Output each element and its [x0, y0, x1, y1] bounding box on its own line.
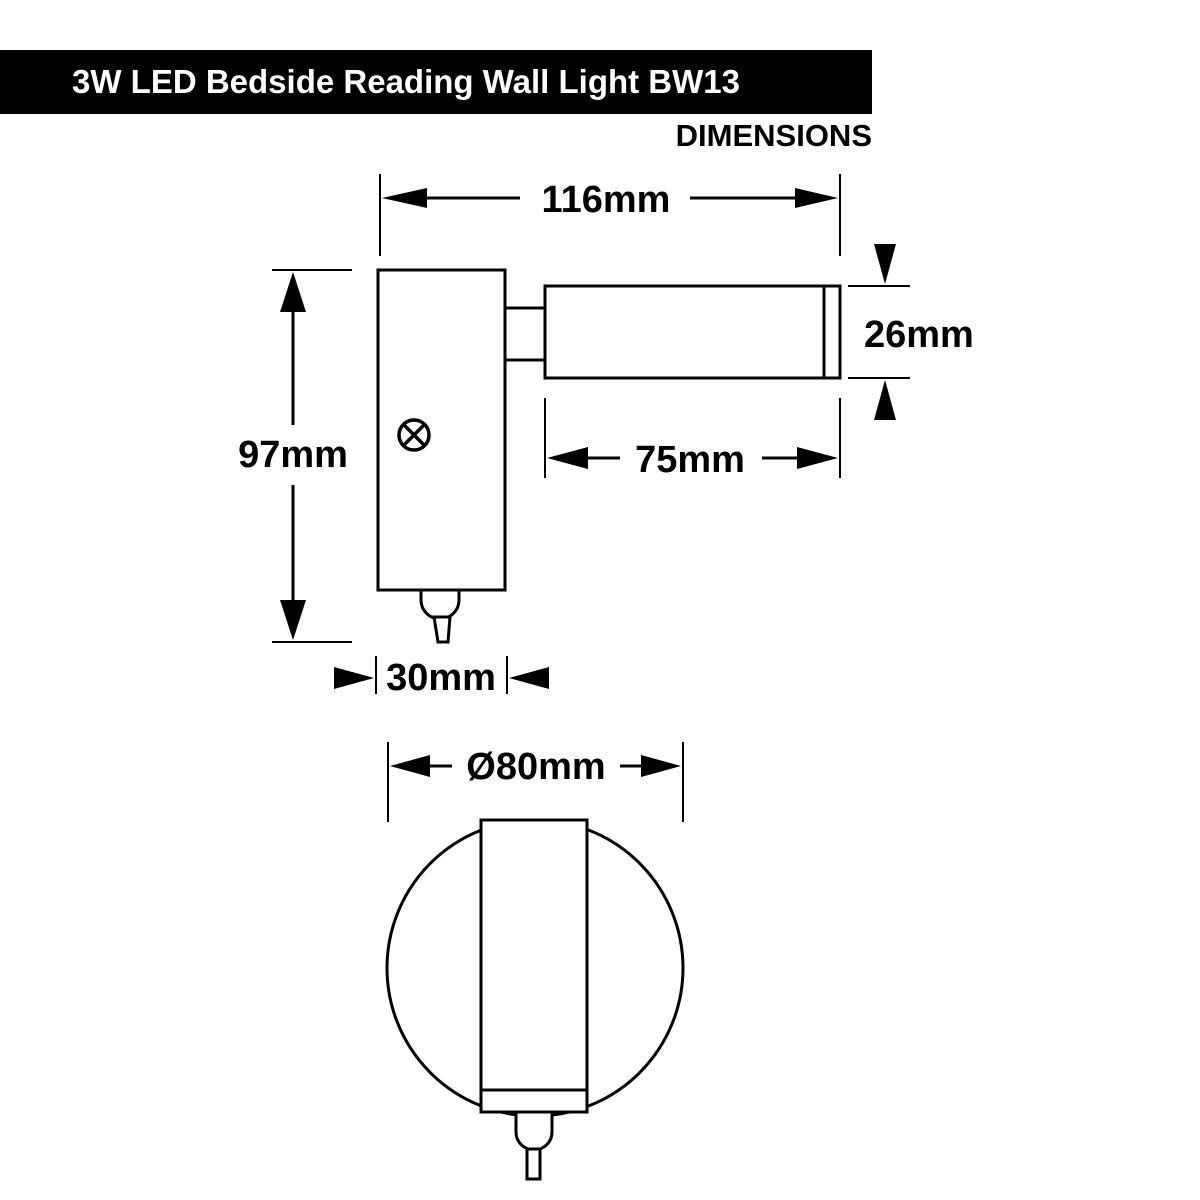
- arrow-up-icon: [280, 272, 306, 312]
- reading-arm: [543, 284, 842, 380]
- label-base-diameter: Ø80mm: [466, 746, 605, 788]
- arrow-left-icon: [390, 755, 430, 777]
- front-body: [479, 818, 589, 1114]
- dimensions-subtitle: DIMENSIONS: [675, 118, 872, 153]
- label-arm-length: 75mm: [635, 439, 745, 481]
- page-title: 3W LED Bedside Reading Wall Light BW13: [72, 63, 740, 100]
- label-arm-height: 26mm: [864, 314, 974, 356]
- label-body-depth: 30mm: [386, 657, 496, 699]
- dim-body-height: 97mm: [238, 272, 348, 640]
- arrow-down-icon: [874, 244, 896, 284]
- arrow-right-icon: [641, 755, 681, 777]
- mount-screw-icon: [397, 418, 431, 452]
- dim-base-diameter: Ø80mm: [390, 746, 681, 788]
- arrow-right-icon: [334, 667, 374, 689]
- arm-connector: [503, 306, 547, 362]
- dim-arm-height: 26mm: [864, 244, 974, 420]
- arrow-down-icon: [280, 600, 306, 640]
- arrow-left-icon: [382, 188, 427, 208]
- arrow-up-icon: [874, 380, 896, 420]
- title-bar: 3W LED Bedside Reading Wall Light BW13: [0, 50, 872, 114]
- toggle-switch: [419, 588, 461, 644]
- arrow-right-icon: [797, 447, 838, 469]
- front-view: [385, 818, 685, 1181]
- dim-arm-length: 75mm: [547, 439, 838, 481]
- arrow-left-icon: [509, 667, 549, 689]
- label-overall-width: 116mm: [542, 179, 671, 221]
- extension-lines: [272, 174, 910, 822]
- dim-body-depth: 30mm: [334, 657, 549, 699]
- dim-overall-width: 116mm: [382, 179, 838, 221]
- front-toggle-switch: [514, 1110, 554, 1181]
- label-body-height: 97mm: [238, 434, 348, 476]
- arrow-right-icon: [795, 188, 838, 208]
- side-view: [376, 268, 842, 644]
- arrow-left-icon: [547, 447, 588, 469]
- wall-box: [376, 268, 507, 592]
